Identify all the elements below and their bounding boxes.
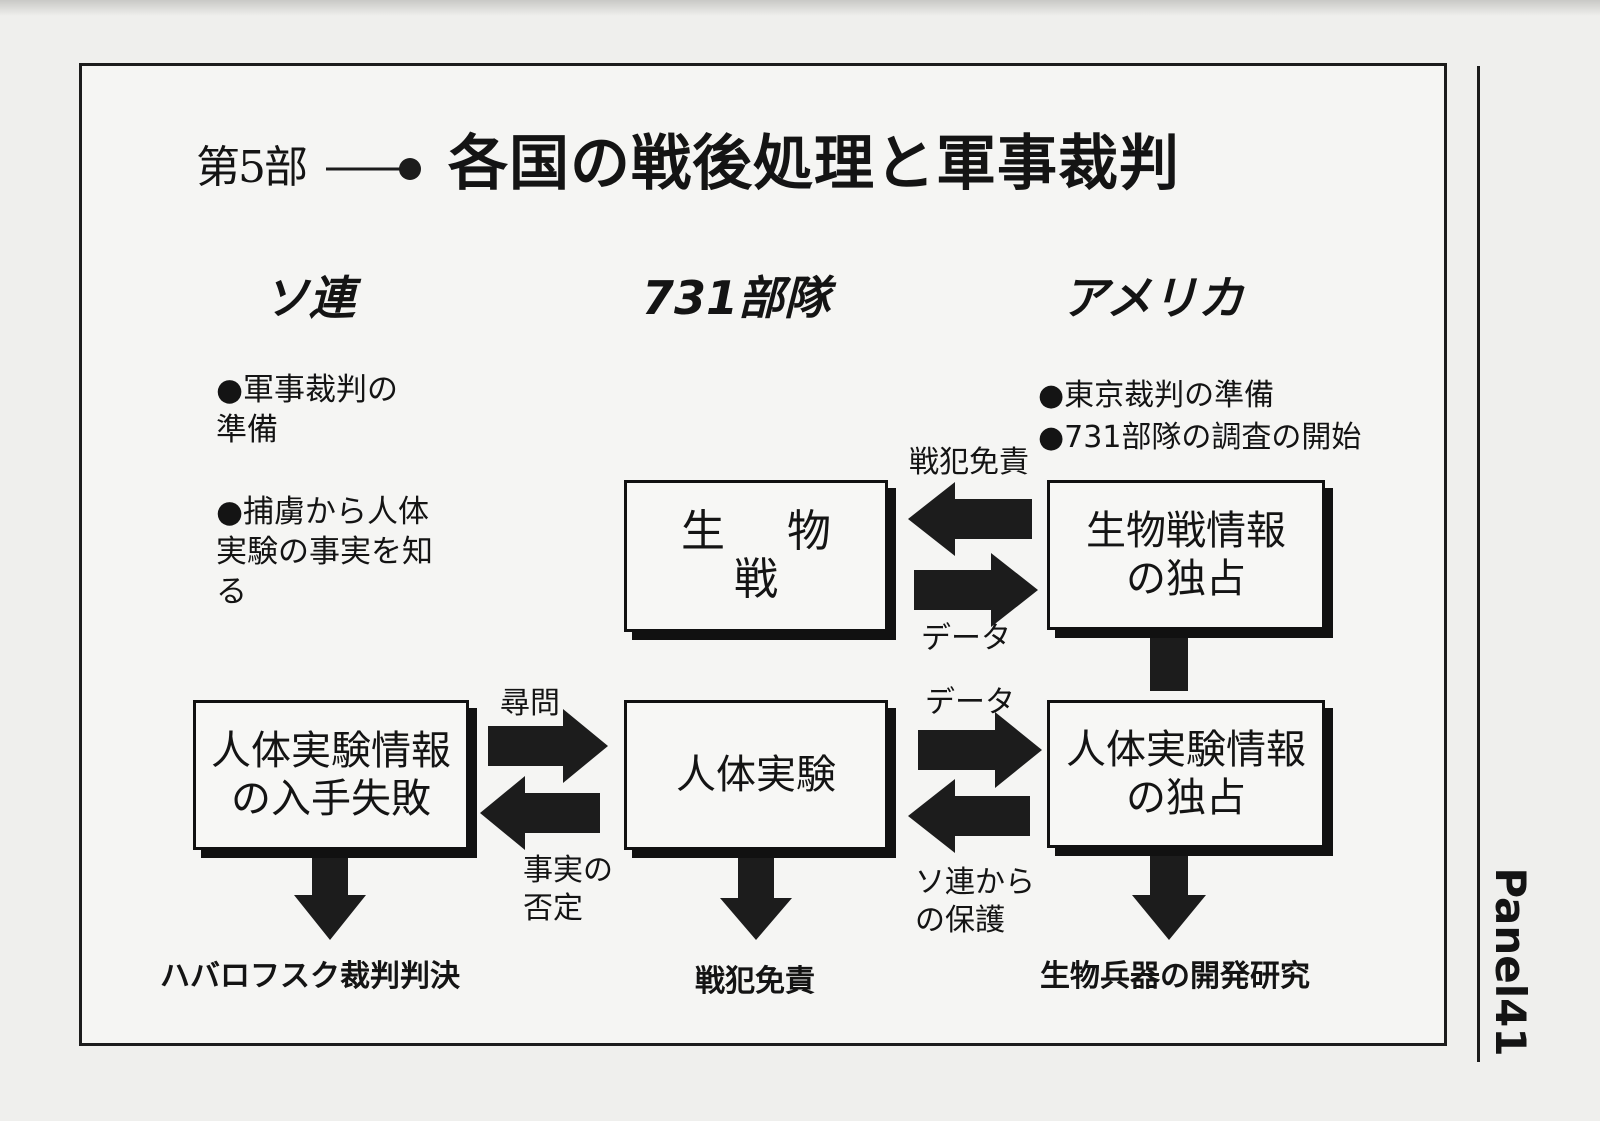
arrow-data-right-mid [918, 712, 1042, 788]
box-human-exp: 人体実験 [624, 700, 888, 850]
box-human-exp-info-ussr-label: 人体実験情報の入手失敗 [211, 728, 451, 822]
arrow-label-immunity: 戦犯免責 [909, 445, 1029, 480]
arrow-down-america [1132, 850, 1206, 940]
arrow-down-soviet [294, 850, 366, 940]
box-biowar-info: 生物戦情報の独占 [1047, 480, 1325, 630]
us-vertical-connector [1150, 626, 1188, 691]
side-rule [1477, 66, 1480, 1062]
column-head-soviet: ソ連 [263, 271, 355, 325]
arrow-protection-left [908, 779, 1030, 853]
panel-tag: Panel41 [1486, 867, 1535, 1057]
outcome-america: 生物兵器の開発研究 [1040, 959, 1310, 994]
column-head-america: アメリカ [1062, 271, 1244, 325]
arrow-label-interrogation: 尋問 [500, 686, 560, 721]
title-part-label: 第5部 [196, 142, 308, 193]
box-biowar-info-label: 生物戦情報の独占 [1086, 508, 1286, 602]
arrow-denial-left [480, 776, 600, 850]
soviet-note-1: ●軍事裁判の準備 [216, 372, 399, 448]
box-human-exp-info-us: 人体実験情報の独占 [1047, 700, 1325, 848]
soviet-note-2: ●捕虜から人体実験の事実を知る [216, 494, 433, 610]
arrow-data-right-top [914, 553, 1038, 627]
column-head-unit731: 731部隊 [642, 271, 831, 325]
box-human-exp-info-ussr: 人体実験情報の入手失敗 [193, 700, 469, 850]
arrow-label-data-mid: データ [925, 685, 1015, 720]
arrow-interrogation-right [488, 709, 608, 783]
outcome-unit731: 戦犯免責 [695, 964, 815, 999]
outcome-soviet: ハバロフスク裁判判決 [160, 959, 460, 994]
scan-edge-shadow [0, 0, 1600, 16]
title-connector-dot [399, 158, 421, 180]
box-human-exp-info-us-label: 人体実験情報の独占 [1066, 727, 1306, 821]
arrow-label-denial: 事実の否定 [523, 853, 613, 926]
box-biowar-label: 生 物 戦 [681, 506, 855, 605]
arrow-label-data-top: データ [921, 621, 1011, 656]
arrow-immunity-left [908, 482, 1032, 556]
america-note-2: ●731部隊の調査の開始 [1038, 420, 1362, 455]
arrow-down-unit731 [720, 858, 792, 940]
page-title: 各国の戦後処理と軍事裁判 [448, 129, 1180, 199]
arrow-label-protection: ソ連からの保護 [915, 865, 1035, 938]
america-note-1: ●東京裁判の準備 [1038, 378, 1275, 413]
box-human-exp-label: 人体実験 [676, 752, 836, 798]
box-biowar: 生 物 戦 [624, 480, 888, 632]
